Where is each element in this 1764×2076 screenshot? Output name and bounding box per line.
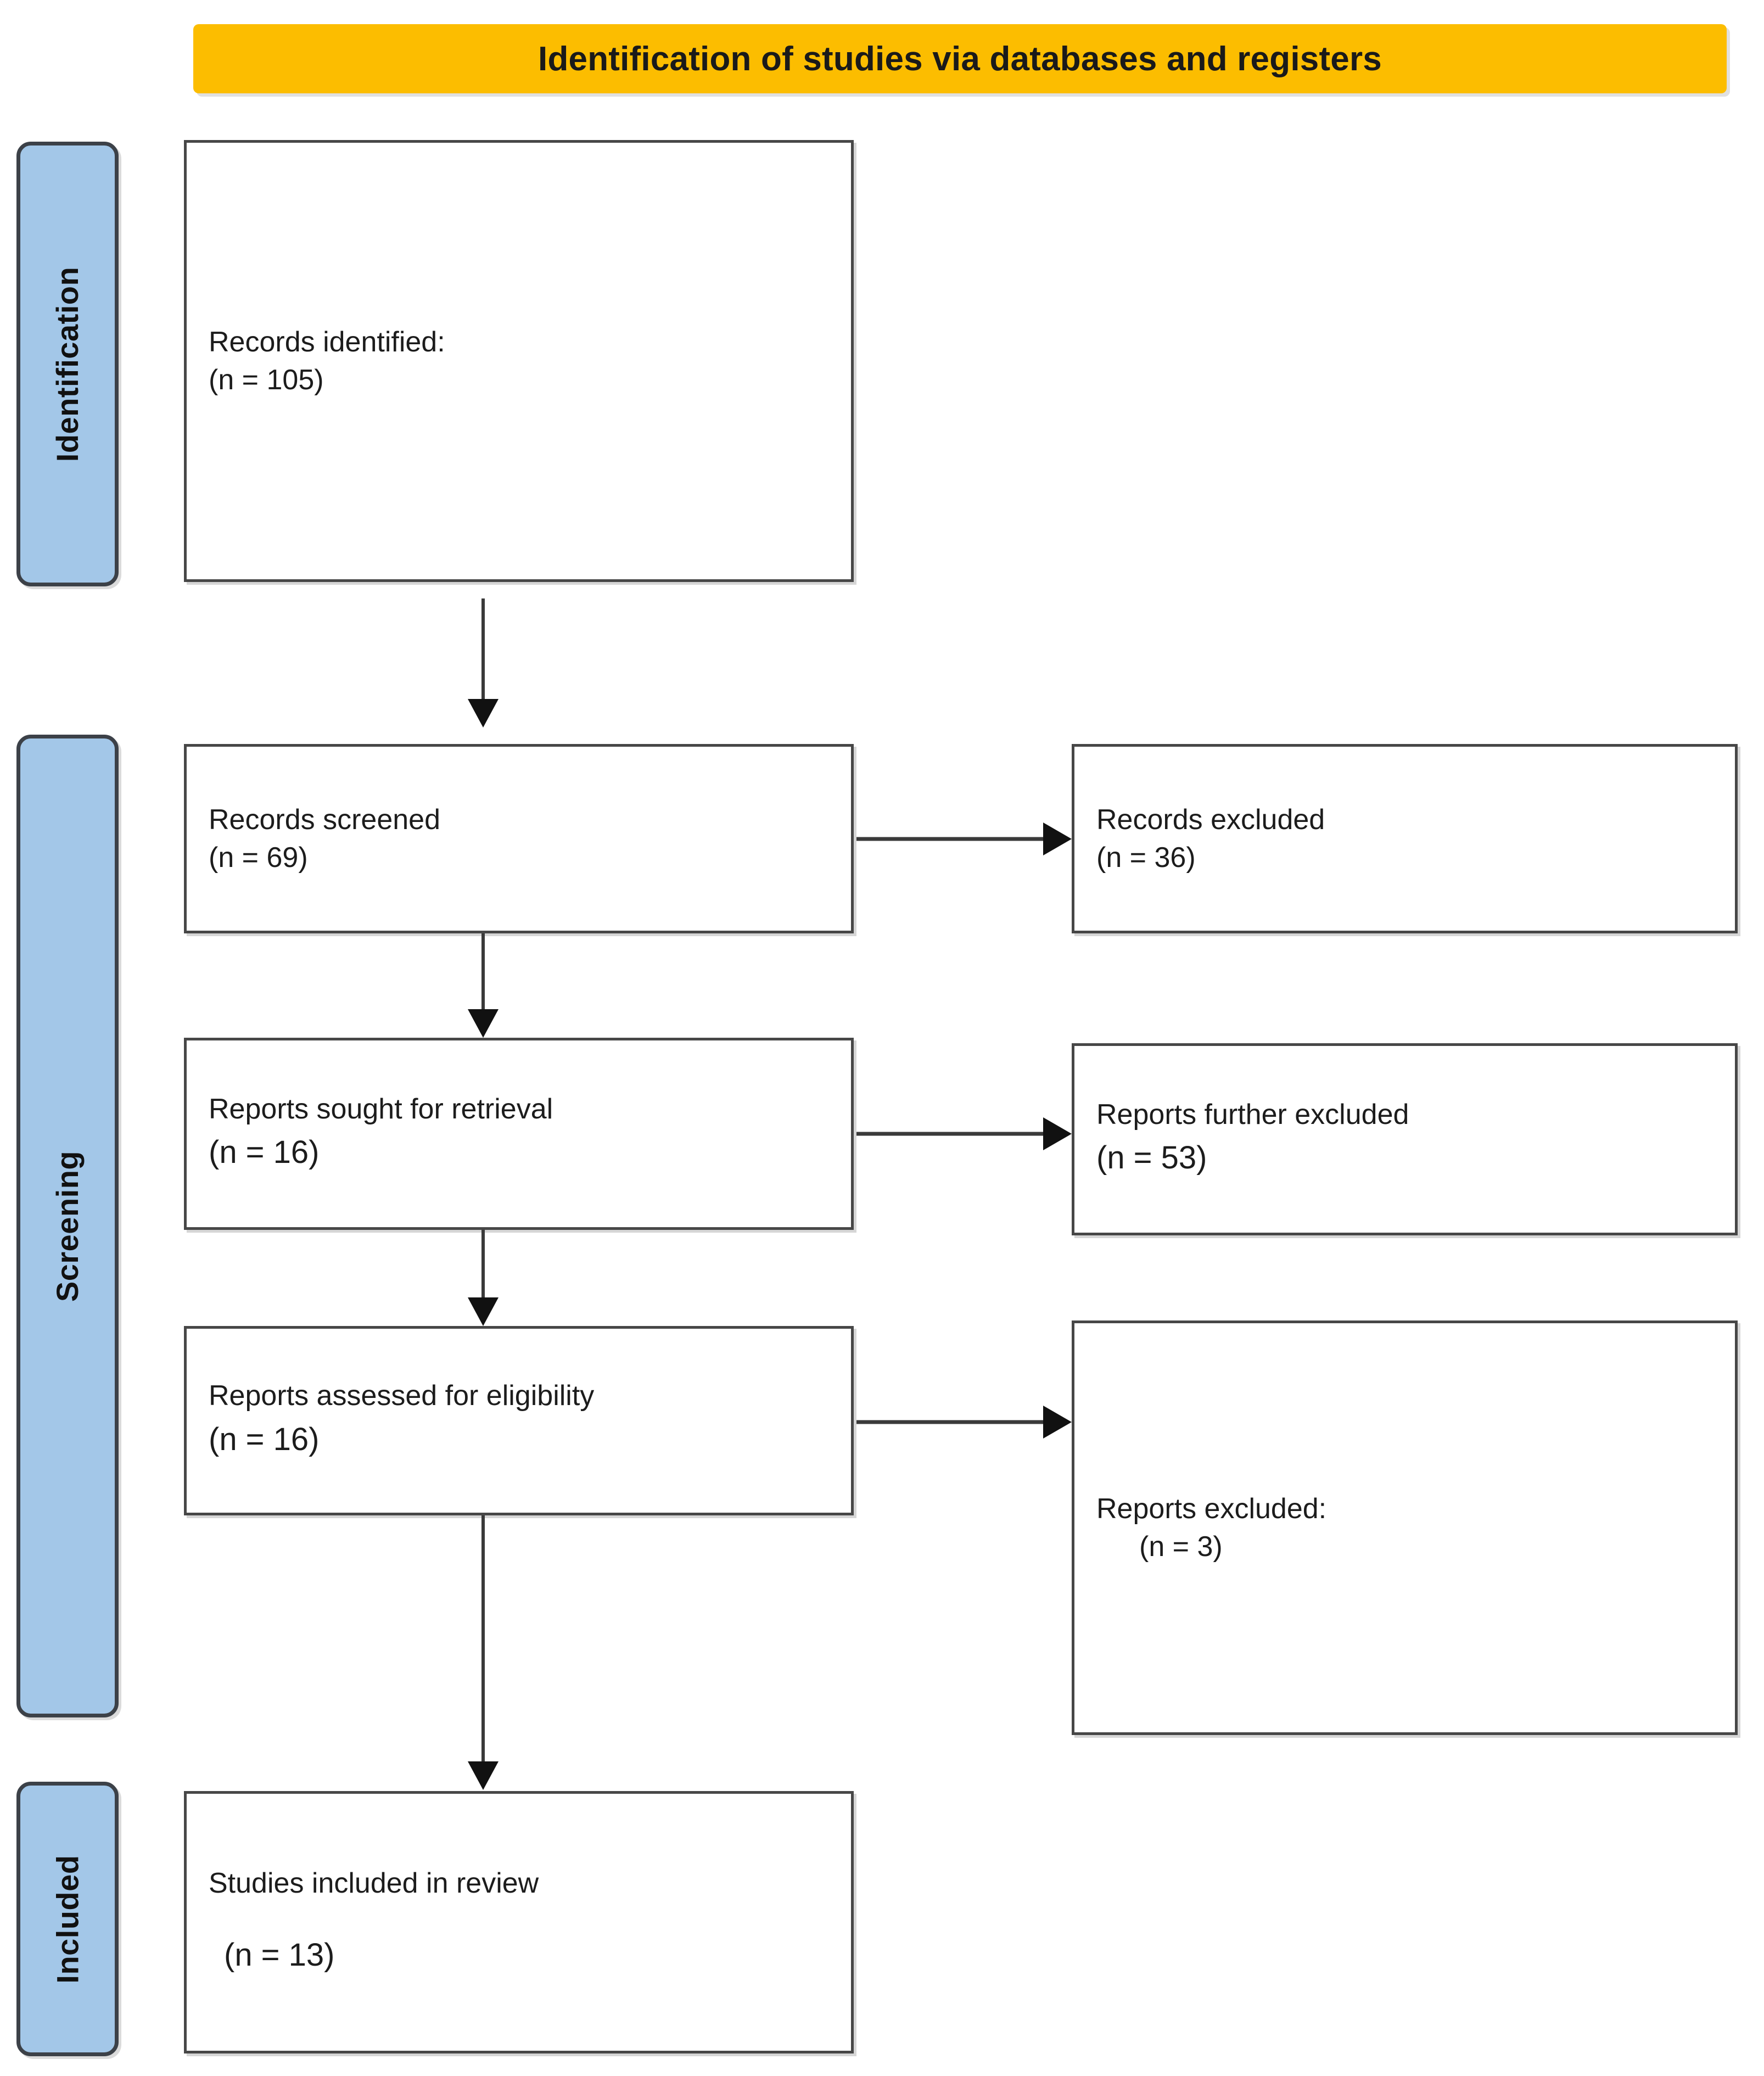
records-screened-count: (n = 69)	[209, 841, 308, 874]
stage-included-label: Included	[50, 1854, 85, 1984]
reports-assessed-label: Reports assessed for eligibility	[209, 1380, 595, 1412]
reports-sought-label: Reports sought for retrieval	[209, 1093, 553, 1125]
studies-included-count: (n = 13)	[224, 1937, 335, 1973]
box-studies-included: Studies included in review (n = 13)	[184, 1791, 854, 2053]
records-excluded-label: Records excluded	[1096, 803, 1325, 836]
box-records-identified: Records identified: (n = 105)	[184, 140, 854, 582]
reports-excluded-detail-count: (n = 3)	[1139, 1530, 1223, 1563]
box-records-excluded: Records excluded (n = 36)	[1072, 744, 1738, 933]
box-reports-assessed: Reports assessed for eligibility (n = 16…	[184, 1326, 854, 1515]
reports-excluded-detail-label: Reports excluded:	[1096, 1492, 1327, 1525]
records-excluded-count: (n = 36)	[1096, 841, 1196, 874]
reports-further-excluded-label: Reports further excluded	[1096, 1098, 1409, 1131]
reports-further-excluded-count: (n = 53)	[1096, 1140, 1207, 1176]
records-identified-label: Records identified:	[209, 326, 445, 358]
stage-identification: Identification	[16, 142, 119, 586]
diagram-banner: Identification of studies via databases …	[193, 24, 1727, 93]
banner-title: Identification of studies via databases …	[538, 40, 1382, 78]
records-screened-label: Records screened	[209, 803, 440, 836]
stage-screening-label: Screening	[50, 1150, 85, 1302]
box-reports-excluded-detail: Reports excluded: (n = 3)	[1072, 1320, 1738, 1735]
stage-included: Included	[16, 1782, 119, 2056]
stage-identification-label: Identification	[50, 266, 85, 462]
box-reports-sought: Reports sought for retrieval (n = 16)	[184, 1038, 854, 1230]
records-identified-count: (n = 105)	[209, 363, 324, 396]
reports-sought-count: (n = 16)	[209, 1134, 320, 1171]
stage-screening: Screening	[16, 735, 119, 1717]
box-records-screened: Records screened (n = 69)	[184, 744, 854, 933]
studies-included-label: Studies included in review	[209, 1867, 539, 1899]
reports-assessed-count: (n = 16)	[209, 1421, 320, 1457]
box-reports-further-excluded: Reports further excluded (n = 53)	[1072, 1043, 1738, 1235]
